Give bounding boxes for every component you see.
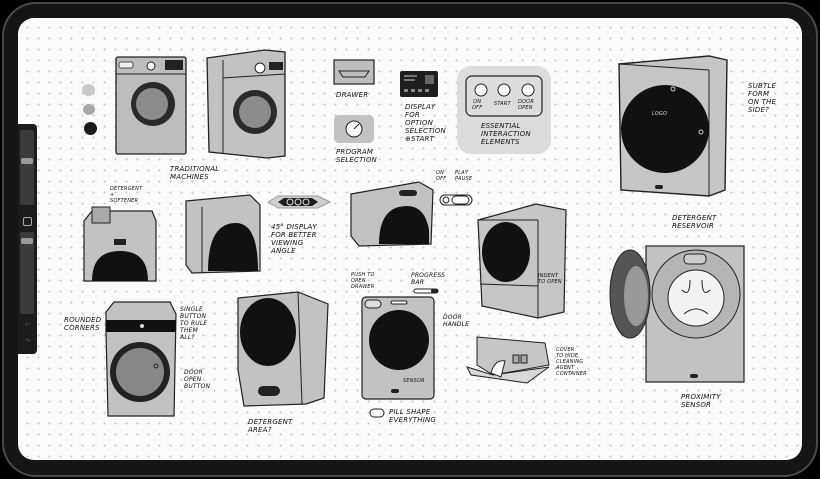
sketch-open-door-washer	[609, 245, 745, 383]
label-drawer: Drawer	[336, 91, 369, 99]
label-pill-shape: Pill shape everything	[389, 408, 437, 424]
sketch-traditional-washer-angled	[206, 49, 286, 159]
sketch-cleaning-cover	[466, 336, 550, 384]
sketch-pill-buttons	[439, 194, 473, 206]
sketch-pill-washer	[361, 296, 435, 400]
label-on-off: On Off	[472, 99, 483, 111]
label-program-selection: Program selection	[336, 148, 377, 164]
label-display: Display for option selection ⊕Start	[405, 103, 446, 143]
sketch-indent-washer	[477, 203, 567, 319]
swatch-dark[interactable]	[84, 122, 97, 135]
label-45-display: 45° display for better viewing angle	[271, 223, 317, 255]
label-indent-to-open: Indent to open	[538, 273, 562, 285]
label-essential-elements: Essential interaction elements	[481, 122, 531, 146]
label-detergent-area: Detergent area?	[248, 418, 293, 434]
label-detergent-reservoir: Detergent reservoir	[672, 214, 717, 230]
sketch-display-panel	[400, 71, 438, 97]
label-subtle-form: Subtle form on the side?	[748, 82, 777, 114]
sketch-top-drawer-washer	[83, 206, 157, 282]
label-door-open: Door Open	[518, 99, 534, 111]
sketch-traditional-washer-front	[115, 56, 187, 155]
label-single-button: Single button to rule them all?	[180, 306, 208, 341]
undo-icon[interactable]: ↶	[24, 322, 31, 329]
label-traditional-machines: Traditional machines	[170, 165, 220, 181]
sketch-essential-panel	[457, 66, 551, 154]
label-push-to-open: Push to open drawer	[351, 272, 375, 290]
label-play-pause: Play pause	[455, 170, 473, 182]
sketch-compact-washer	[350, 181, 434, 247]
eyedropper-button[interactable]	[23, 217, 32, 226]
label-on-off-small: On off	[436, 170, 447, 182]
sketch-logo-washer	[618, 55, 728, 197]
label-cover-hide: Cover to hide cleaning agent container	[556, 347, 587, 377]
sketch-single-button-washer	[105, 301, 177, 417]
sketch-drawer	[333, 59, 375, 85]
label-proximity-sensor: Proximity sensor	[681, 393, 721, 409]
label-door-open-button: Door open button	[184, 369, 211, 390]
brush-size-handle[interactable]	[21, 158, 33, 164]
pill-face-icon	[369, 408, 385, 418]
swatch-light[interactable]	[82, 84, 95, 96]
swatch-mid[interactable]	[83, 104, 95, 115]
opacity-handle[interactable]	[21, 238, 33, 244]
label-sensor: Sensor	[403, 378, 425, 384]
brush-size-slider[interactable]	[20, 130, 34, 205]
label-start: Start	[494, 101, 511, 107]
logo-text: LOGO	[652, 111, 668, 117]
label-progress-bar: Progress bar	[411, 272, 446, 286]
redo-icon[interactable]: ↷	[24, 338, 31, 345]
sketch-45-display	[267, 195, 332, 209]
sketch-program-dial	[334, 115, 374, 143]
sketch-angled-washer	[185, 194, 261, 274]
tool-sidebar: ↶ ↷	[18, 124, 37, 354]
label-door-handle: Door handle	[443, 314, 470, 328]
sketch-detergent-area-washer	[237, 291, 329, 407]
label-detergent-softener: Detergent + softener	[110, 186, 143, 204]
opacity-slider[interactable]	[20, 232, 34, 314]
label-rounded-corners: Rounded corners	[64, 316, 102, 332]
sketch-progress-bar	[413, 288, 439, 294]
